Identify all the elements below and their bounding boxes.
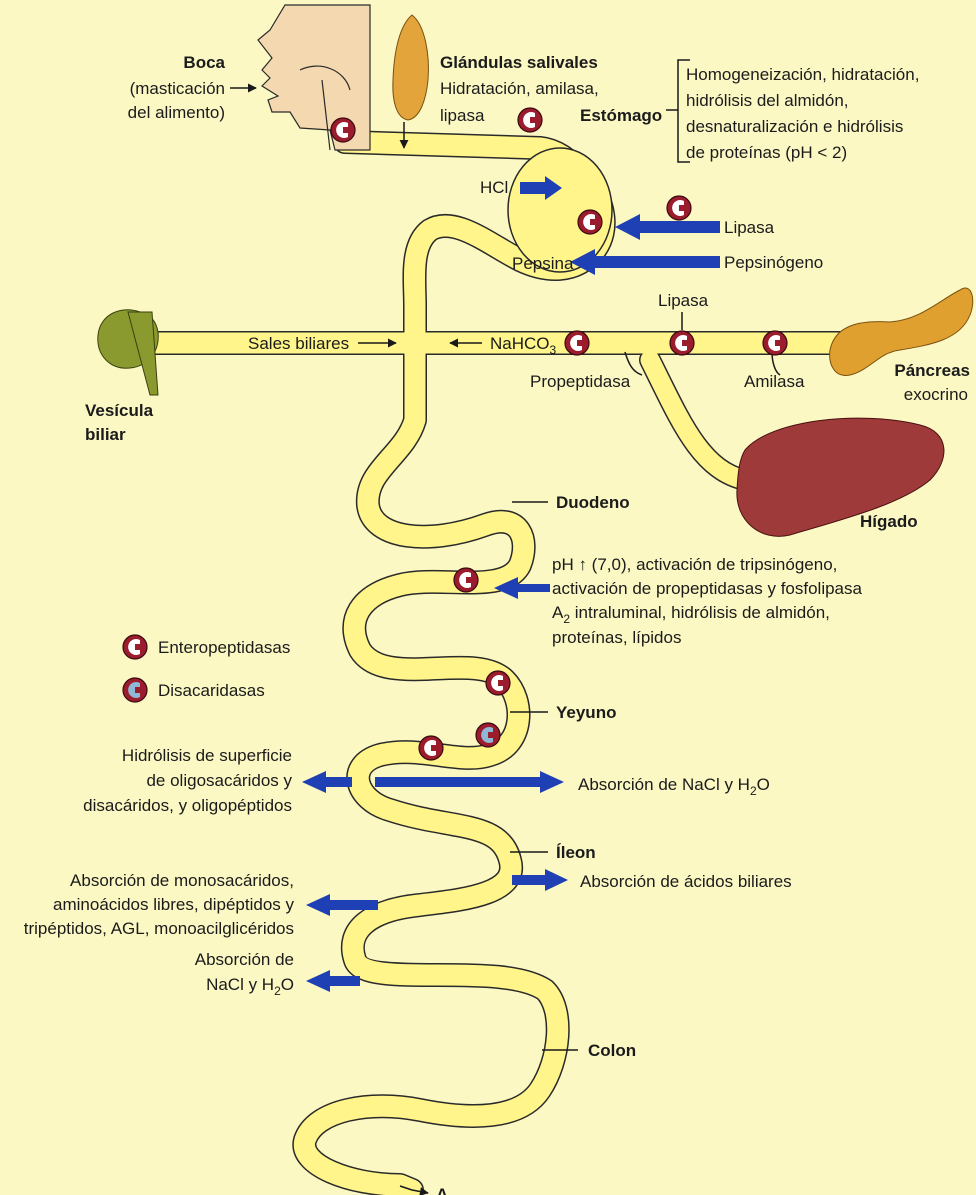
legend-disacaridasas-label: Disacaridasas xyxy=(158,681,265,700)
enzyme-icon-lipasa-gastric xyxy=(667,196,691,220)
label-yeyuno: Yeyuno xyxy=(556,703,616,722)
enzyme-icon-duodeno xyxy=(454,568,478,592)
hidrolisis-3: disacáridos, y oligopéptidos xyxy=(83,796,292,815)
label-duodeno: Duodeno xyxy=(556,493,630,512)
duodeno-desc-1: pH ↑ (7,0), activación de tripsinógeno, xyxy=(552,555,837,574)
label-pancreas-1: Páncreas xyxy=(894,361,970,380)
enzyme-icon-amilasa xyxy=(763,331,787,355)
enzyme-icon-yeyuno-2 xyxy=(476,723,500,747)
labels: Boca (masticación del alimento) Glándula… xyxy=(24,53,970,1195)
label-hidratacion: Hidratación, amilasa, xyxy=(440,79,599,98)
legend-enteropeptidasas-label: Enteropeptidasas xyxy=(158,638,290,657)
enzyme-icon-mouth xyxy=(331,118,355,142)
label-amilasa: Amilasa xyxy=(744,372,805,391)
enzyme-icon-propeptidasa xyxy=(565,331,589,355)
legend-disacaridasas-icon xyxy=(123,678,147,702)
estomago-desc-2: hidrólisis del almidón, xyxy=(686,91,849,110)
label-lipasa-gastrica: Lipasa xyxy=(724,218,775,237)
label-acidos-biliares: Absorción de ácidos biliares xyxy=(580,872,792,891)
tract-lumen xyxy=(155,142,850,1190)
enzyme-icon-saliva xyxy=(518,108,542,132)
label-pancreas-2: exocrino xyxy=(904,385,968,404)
label-absorcion-nacl: Absorción de NaCl y H2O xyxy=(578,775,770,798)
mono-3: tripéptidos, AGL, monoacilglicéridos xyxy=(24,919,294,938)
label-ano: A xyxy=(436,1185,448,1195)
enzyme-icon-lipasa-pancreas xyxy=(670,331,694,355)
label-propeptidasa: Propeptidasa xyxy=(530,372,631,391)
mono-2: aminoácidos libres, dipéptidos y xyxy=(53,895,294,914)
lipasa-gastric-arrow xyxy=(615,214,720,240)
estomago-desc-1: Homogeneización, hidratación, xyxy=(686,65,919,84)
duodeno-desc-4: proteínas, lípidos xyxy=(552,628,681,647)
gallbladder xyxy=(98,310,158,395)
label-lipasa-pancreas: Lipasa xyxy=(658,291,709,310)
estomago-desc-4: de proteínas (pH < 2) xyxy=(686,143,847,162)
enzyme-icon-yeyuno-1 xyxy=(486,671,510,695)
hidrolisis-2: de oligosacáridos y xyxy=(146,771,292,790)
label-vesicula-1: Vesícula xyxy=(85,401,154,420)
label-colon: Colon xyxy=(588,1041,636,1060)
label-glandulas: Glándulas salivales xyxy=(440,53,598,72)
hidrolisis-1: Hidrólisis de superficie xyxy=(122,746,292,765)
duodeno-desc-2: activación de propeptidasas y fosfolipas… xyxy=(552,579,863,598)
duodeno-desc-3: A2 intraluminal, hidrólisis de almidón, xyxy=(552,603,830,626)
absorcion-nacl-arrow xyxy=(375,771,564,793)
label-ileon: Íleon xyxy=(556,843,596,862)
estomago-desc-3: desnaturalización e hidrólisis xyxy=(686,117,903,136)
hidrolisis-arrow xyxy=(302,771,352,793)
label-higado: Hígado xyxy=(860,512,918,531)
salivary-gland xyxy=(393,15,429,120)
label-masticacion-1: (masticación xyxy=(130,79,225,98)
label-sales-biliares: Sales biliares xyxy=(248,334,349,353)
label-boca: Boca xyxy=(183,53,225,72)
pepsinogeno-arrow xyxy=(570,249,720,275)
label-pepsinogeno: Pepsinógeno xyxy=(724,253,823,272)
label-lipasa-saliva: lipasa xyxy=(440,106,485,125)
colon-abs-1: Absorción de xyxy=(195,950,294,969)
label-estomago: Estómago xyxy=(580,106,662,125)
label-hcl: HCl xyxy=(480,178,508,197)
enzyme-icon-stomach xyxy=(578,210,602,234)
legend-enteropeptidasas-icon xyxy=(123,635,147,659)
colon-abs-2: NaCl y H2O xyxy=(206,975,294,998)
mono-1: Absorción de monosacáridos, xyxy=(70,871,294,890)
label-pepsina: Pepsina xyxy=(512,254,574,273)
enzyme-icon-yeyuno-3 xyxy=(419,736,443,760)
label-masticacion-2: del alimento) xyxy=(128,103,225,122)
label-vesicula-2: biliar xyxy=(85,425,126,444)
